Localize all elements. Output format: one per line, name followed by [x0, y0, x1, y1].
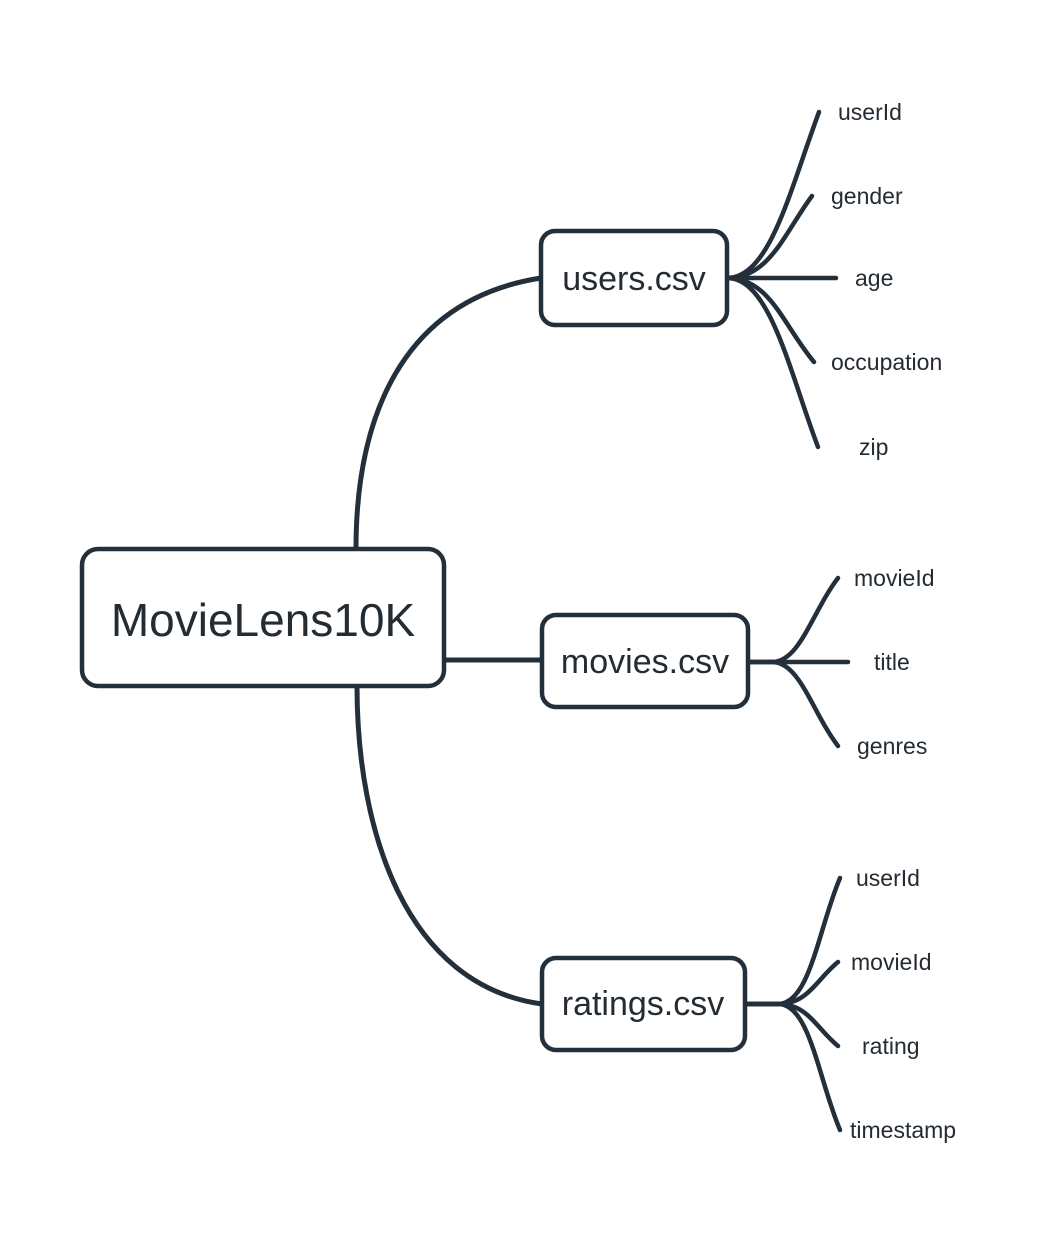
edge-ratings-to-timestamp: [742, 1001, 843, 1133]
node-branch-movies[interactable]: movies.csv: [539, 612, 751, 710]
leaf-label-ratings-timestamp: timestamp: [850, 1117, 956, 1143]
ratings-node-box[interactable]: [539, 955, 748, 1053]
node-root[interactable]: MovieLens10K: [79, 546, 447, 689]
root-node-label: MovieLens10K: [111, 594, 416, 646]
edge-ratings-to-userid: [742, 875, 843, 1007]
movies-node-label: movies.csv: [561, 643, 729, 681]
leaf-label-users-age: age: [855, 265, 893, 291]
leaf-label-ratings-rating: rating: [862, 1033, 920, 1059]
edge-users-to-gender: [724, 193, 815, 281]
edge-root-to-ratings: [354, 683, 545, 1007]
users-node-label: users.csv: [562, 260, 706, 298]
leaf-label-users-userid: userId: [838, 99, 902, 125]
movies-node-box[interactable]: [539, 612, 751, 710]
edge-root-to-users: [353, 275, 544, 552]
root-node-box[interactable]: [79, 546, 447, 689]
leaf-label-users-zip: zip: [859, 434, 888, 460]
node-branch-ratings[interactable]: ratings.csv: [539, 955, 748, 1053]
leaf-label-movies-title: title: [874, 649, 910, 675]
leaf-label-users-occupation: occupation: [831, 349, 942, 375]
node-branch-users[interactable]: users.csv: [538, 228, 730, 328]
leaf-label-ratings-userid: userId: [856, 865, 920, 891]
edge-users-to-zip: [724, 275, 821, 450]
leaf-label-movies-movieid: movieId: [854, 565, 935, 591]
leaf-label-ratings-movieid: movieId: [851, 949, 932, 975]
users-node-box[interactable]: [538, 228, 730, 328]
edge-movies-to-movieid: [745, 575, 841, 665]
leaf-label-movies-genres: genres: [857, 733, 927, 759]
edge-movies-to-genres: [745, 659, 841, 749]
leaf-label-users-gender: gender: [831, 183, 903, 209]
ratings-node-label: ratings.csv: [562, 985, 725, 1023]
